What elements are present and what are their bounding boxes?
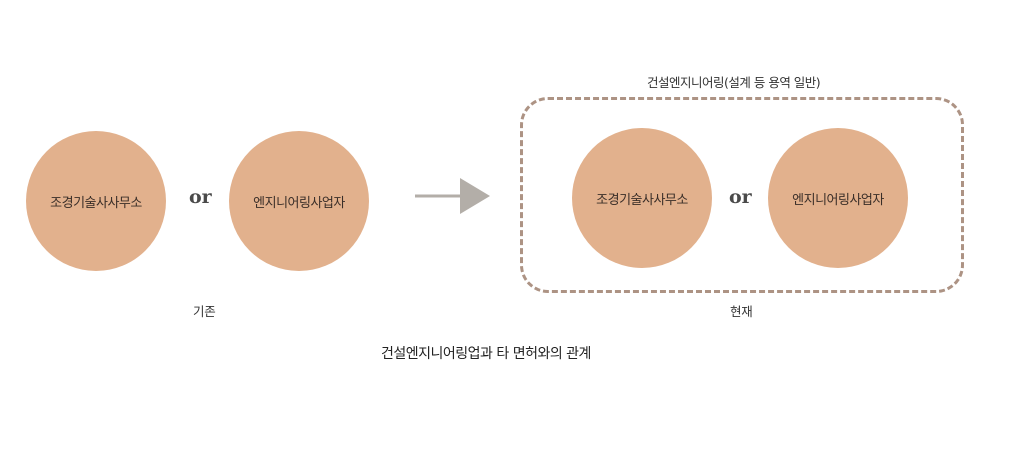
right-arrow-icon <box>415 178 490 214</box>
before-landscape-office-label: 조경기술사사무소 <box>50 195 142 211</box>
before-caption: 기존 <box>193 304 216 319</box>
before-or-label: or <box>189 186 212 208</box>
before-engineering-business-label: 엔지니어링사업자 <box>253 195 345 211</box>
after-or-label: or <box>729 186 752 208</box>
after-caption: 현재 <box>730 304 753 319</box>
diagram-title: 건설엔지니어링업과 타 면허와의 관계 <box>381 346 591 362</box>
after-engineering-business-circle: 엔지니어링사업자 <box>768 128 908 268</box>
before-engineering-business-circle: 엔지니어링사업자 <box>229 131 369 271</box>
construction-engineering-group-box <box>520 97 964 293</box>
group-title: 건설엔지니어링(설계 등 용역 일반) <box>647 75 821 90</box>
after-landscape-office-circle: 조경기술사사무소 <box>572 128 712 268</box>
arrow-head <box>460 178 490 214</box>
before-landscape-office-circle: 조경기술사사무소 <box>26 131 166 271</box>
after-landscape-office-label: 조경기술사사무소 <box>596 192 688 208</box>
after-engineering-business-label: 엔지니어링사업자 <box>792 192 884 208</box>
